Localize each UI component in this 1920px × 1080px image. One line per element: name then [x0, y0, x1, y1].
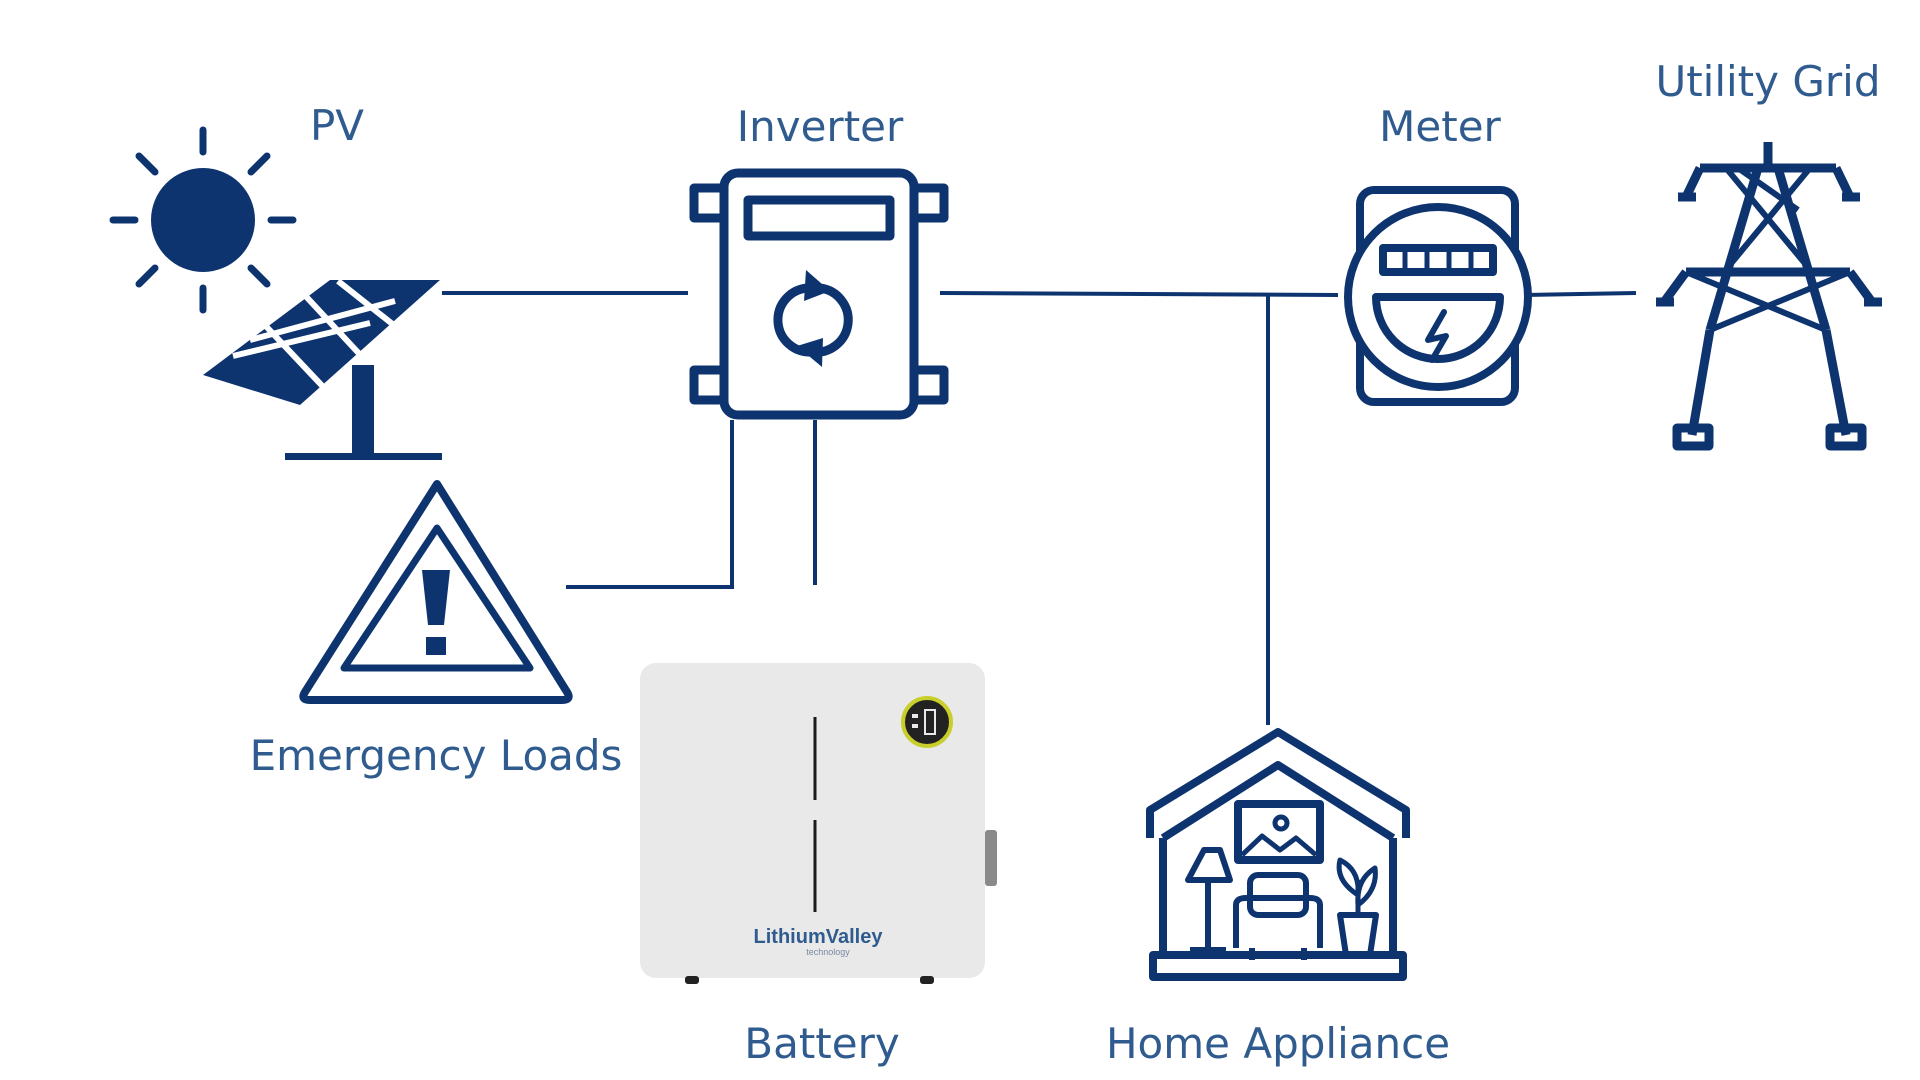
- inverter-box-icon: [689, 168, 949, 420]
- refresh-arrows-icon: [797, 270, 830, 367]
- line-inverter-to-emergency: [566, 420, 734, 589]
- battery-label: Battery: [744, 1019, 899, 1068]
- inverter-label: Inverter: [737, 102, 904, 151]
- utility-grid-label: Utility Grid: [1655, 57, 1880, 106]
- exclamation-mark-icon: [422, 570, 450, 655]
- line-inverter-to-meter: [939, 291, 1339, 297]
- battery-brand-logo: LithiumValley: [754, 926, 884, 948]
- pv-label: PV: [310, 101, 364, 150]
- battery-brand-tagline: technology: [806, 947, 850, 957]
- battery-unit-icon: [640, 663, 997, 984]
- connection-lines: [442, 291, 1637, 725]
- lightning-bolt-icon: [1425, 309, 1449, 363]
- warning-triangle-icon: [299, 480, 573, 704]
- electric-meter-icon: [1344, 186, 1532, 406]
- transmission-tower-icon: [1656, 142, 1882, 451]
- sun-icon: [109, 126, 297, 314]
- home-appliance-label: Home Appliance: [1106, 1019, 1450, 1068]
- house-with-furniture-icon: [1146, 728, 1410, 981]
- solar-panel-icon: [203, 278, 442, 460]
- emergency-loads-label: Emergency Loads: [250, 731, 623, 780]
- line-meter-to-grid: [1523, 291, 1637, 297]
- meter-label: Meter: [1379, 102, 1501, 151]
